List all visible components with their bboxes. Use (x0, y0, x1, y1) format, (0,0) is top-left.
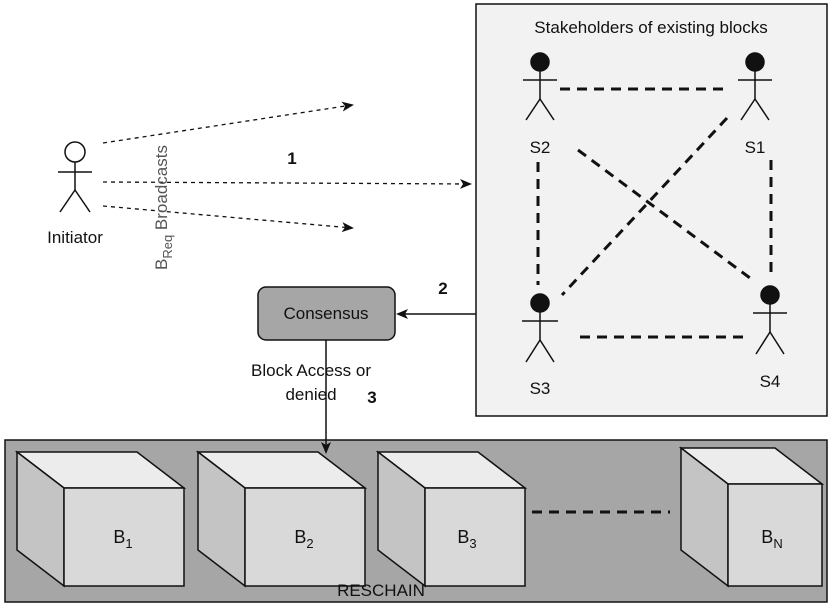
block-b1-label: B1 (113, 527, 132, 551)
initiator-label: Initiator (47, 228, 103, 247)
block-bn-label: BN (761, 527, 782, 551)
block-b3-label: B3 (457, 527, 476, 551)
stakeholder-s4-actor (753, 285, 787, 355)
access-label-line2: denied (285, 385, 336, 404)
broadcast-arrow-down (102, 205, 354, 233)
broadcast-arrows (102, 101, 472, 233)
stakeholder-links (536, 87, 773, 339)
step-1-number: 1 (287, 149, 296, 168)
stakeholder-s3-label: S3 (530, 379, 551, 398)
initiator-actor (58, 141, 92, 213)
block-b1-cube (14, 450, 187, 588)
stakeholder-s2-actor (523, 52, 557, 121)
stakeholder-s3-actor (522, 293, 558, 363)
broadcast-label: BReq Broadcasts (152, 145, 175, 270)
block-b3-cube (375, 450, 528, 588)
block-b2-label: B2 (294, 527, 313, 551)
block-bn-cube (678, 446, 825, 588)
stakeholder-s2-label: S2 (530, 138, 551, 157)
block-b2-cube (195, 450, 368, 588)
stakeholders-title: Stakeholders of existing blocks (534, 18, 767, 37)
stakeholder-s4-label: S4 (760, 372, 781, 391)
reschain-label: RESCHAIN (337, 581, 425, 600)
stakeholders-panel (475, 3, 828, 417)
step-2-number: 2 (438, 279, 447, 298)
broadcast-arrow-main (102, 178, 472, 189)
broadcast-arrow-up (102, 101, 354, 144)
step-3-number: 3 (367, 388, 376, 407)
consensus-label: Consensus (283, 304, 368, 323)
access-label-line1: Block Access or (251, 361, 371, 380)
stakeholder-s1-label: S1 (745, 138, 766, 157)
stakeholder-s1-actor (738, 52, 772, 121)
